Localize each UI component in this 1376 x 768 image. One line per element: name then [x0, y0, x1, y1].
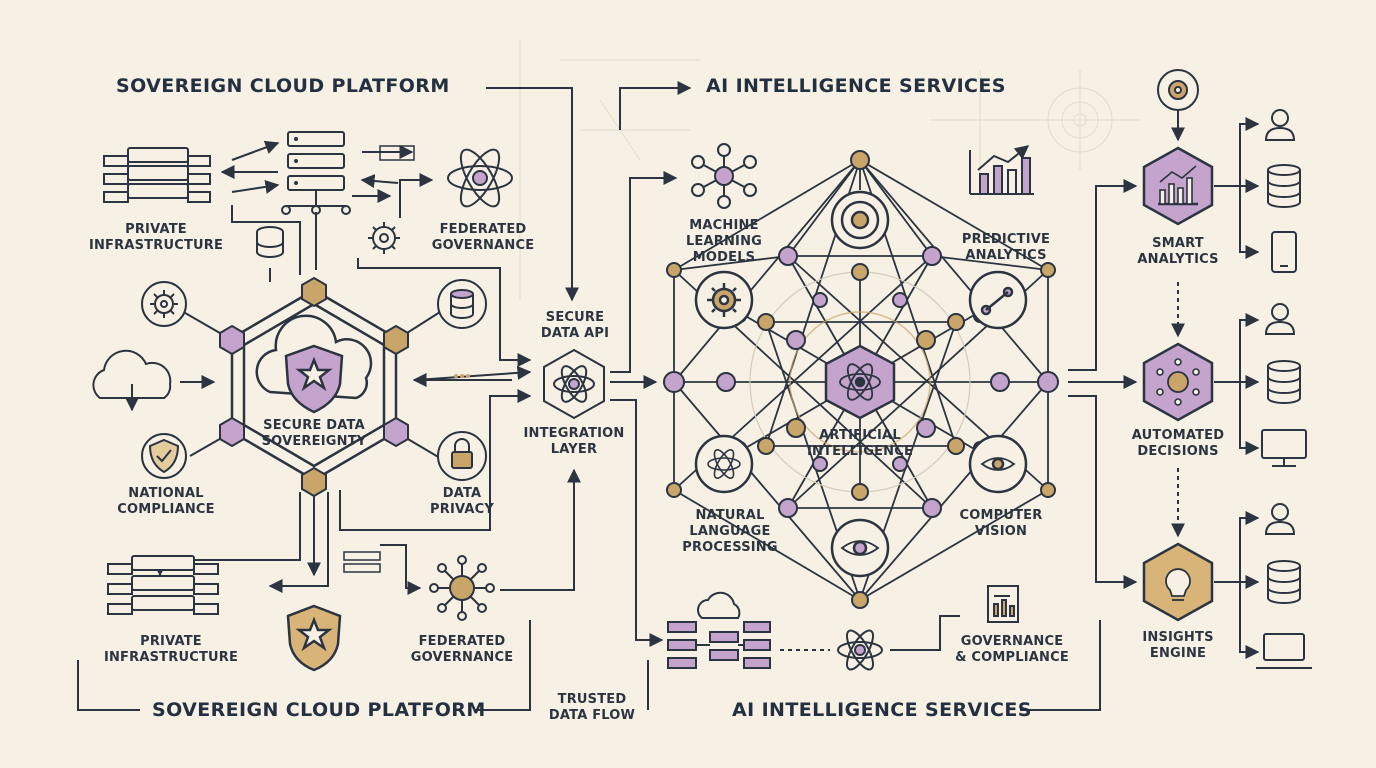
vision-eye-icon: [830, 518, 890, 578]
shield-star-icon: [286, 604, 342, 672]
label-nlp: NATURAL LANGUAGE PROCESSING: [682, 508, 778, 555]
ai-network-nodes: [663, 150, 1059, 609]
gear-top-icon: [1157, 69, 1199, 111]
phone-icon: [1271, 231, 1297, 273]
title-sovereign-top: SOVEREIGN CLOUD PLATFORM: [116, 75, 450, 97]
target-icon: [830, 190, 890, 250]
eye-icon: [968, 434, 1028, 494]
ai-core-icon: [824, 344, 896, 420]
title-sovereign-bottom: SOVEREIGN CLOUD PLATFORM: [152, 699, 486, 721]
insights-engine-hex-icon: [1142, 542, 1214, 622]
label-data-privacy: DATA PRIVACY: [430, 486, 494, 517]
server-stack-icon: [281, 131, 351, 215]
user-icon-2: [1264, 303, 1296, 335]
label-national-compliance: NATIONAL COMPLIANCE: [117, 486, 215, 517]
nlp-atom-icon: [694, 434, 754, 494]
ml-gear-icon: [694, 270, 754, 330]
label-computer-vision: COMPUTER VISION: [959, 508, 1043, 539]
cloud-icon: [92, 349, 172, 412]
title-ai-bottom: AI INTELLIGENCE SERVICES: [732, 699, 1032, 721]
label-secure-data-api: SECURE DATA API: [540, 310, 610, 341]
tag-icon: [379, 145, 415, 161]
hex-nodes: [219, 276, 409, 498]
database-circle-icon: [437, 279, 487, 329]
label-federated-governance-top: FEDERATED GOVERNANCE: [431, 222, 535, 253]
label-private-infrastructure-top: PRIVATE INFRASTRUCTURE: [88, 222, 224, 253]
document-chart-icon: [987, 585, 1019, 623]
database-icon-2: [1267, 360, 1301, 404]
shield-check-icon: [141, 433, 187, 479]
title-ai-top: AI INTELLIGENCE SERVICES: [706, 75, 1006, 97]
label-private-infrastructure-bottom: PRIVATE INFRASTRUCTURE: [103, 634, 239, 665]
label-automated-decisions: AUTOMATED DECISIONS: [1131, 428, 1225, 459]
flowchart-icon: [667, 591, 771, 669]
label-smart-analytics: SMART ANALYTICS: [1137, 236, 1219, 267]
bar-chart-icon: [969, 145, 1034, 195]
label-integration-layer: INTEGRATION LAYER: [523, 426, 625, 457]
neural-network-icon: [691, 143, 757, 209]
database-icon: [256, 226, 284, 258]
server-rack-icon: [103, 147, 211, 203]
label-insights-engine: INSIGHTS ENGINE: [1142, 630, 1214, 661]
user-icon-3: [1264, 503, 1296, 535]
background-grid: [519, 40, 1140, 300]
laptop-icon: [1256, 633, 1312, 669]
label-governance-compliance: GOVERNANCE & COMPLIANCE: [955, 634, 1069, 665]
database-icon-3: [1267, 560, 1301, 604]
scatter-plot-icon: [968, 270, 1028, 330]
automated-decisions-hex-icon: [1142, 342, 1214, 422]
lock-icon: [437, 431, 487, 481]
label-secure-data-sovereignty: SECURE DATA SOVEREIGNTY: [261, 418, 367, 449]
server-rack-icon-bottom: [107, 555, 219, 615]
cloud-shield-icon: [255, 314, 373, 414]
label-ml-models: MACHINE LEARNING MODELS: [685, 218, 763, 265]
label-trusted-data-flow: TRUSTED DATA FLOW: [548, 692, 636, 723]
database-icon-1: [1267, 164, 1301, 208]
governance-atom-icon: [837, 629, 883, 671]
gear-icon: [368, 222, 400, 254]
label-artificial-intelligence: ARTIFICIAL INTELLIGENCE: [806, 428, 914, 459]
network-hub-icon: [429, 555, 495, 621]
settings-gear-icon: [141, 281, 187, 327]
user-icon-1: [1264, 109, 1296, 141]
smart-analytics-hex-icon: [1142, 146, 1214, 226]
label-predictive-analytics: PREDICTIVE ANALYTICS: [961, 232, 1051, 263]
monitor-icon: [1261, 429, 1307, 467]
atom-icon: [447, 148, 513, 208]
label-federated-governance-bottom: FEDERATED GOVERNANCE: [410, 634, 514, 665]
integration-atom-icon: [543, 348, 605, 420]
